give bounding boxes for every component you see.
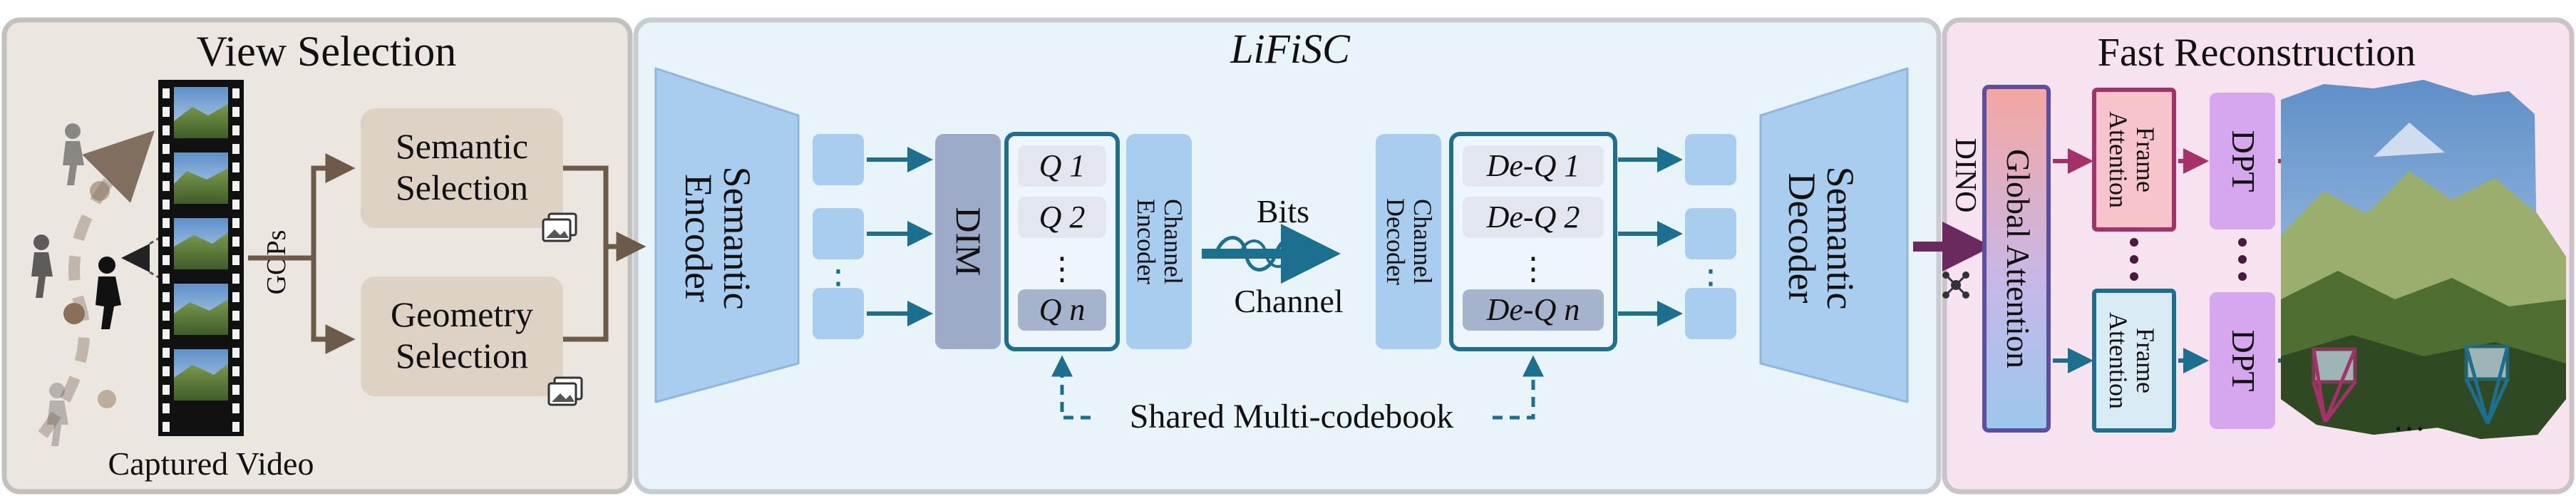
global-attention-block	[1982, 85, 2051, 433]
reconstructed-scene	[2281, 80, 2566, 439]
semantic-encoder-label: Semantic	[716, 167, 758, 310]
dequantizer-n	[1463, 289, 1604, 331]
frame-attention-label: Attention	[2104, 111, 2133, 208]
film-strip	[158, 80, 244, 436]
dequantizer-2	[1463, 197, 1604, 238]
semantic-selection-label: Semantic	[396, 126, 528, 166]
quantizer-n-label: Q n	[1039, 292, 1086, 327]
channel-wave	[1202, 224, 1341, 284]
video-frame	[174, 153, 228, 204]
channel-encoder-block	[1126, 134, 1192, 349]
semantic-encoder-block	[654, 67, 800, 403]
merge-arrow	[563, 165, 646, 262]
quantizer-n	[1018, 289, 1106, 331]
dequantizer-1	[1463, 145, 1604, 187]
walker-figure-bottom	[47, 383, 68, 446]
feature-token	[813, 288, 864, 339]
video-frame	[174, 87, 228, 138]
channel-decoder-label: Channel	[1408, 199, 1437, 284]
dpt-label: DPT	[2225, 130, 2262, 192]
walker-figure-left	[31, 234, 53, 298]
channel-label: Channel	[1234, 283, 1343, 319]
bits-label: Bits	[1257, 193, 1309, 229]
frame-attention-block-bottom	[2092, 289, 2176, 433]
rock-icon	[98, 390, 116, 408]
feature-token	[1685, 288, 1736, 339]
lifisc-title: LiFiSC	[1230, 26, 1351, 72]
semantic-selection-label: Selection	[396, 167, 528, 207]
fast-reconstruction-title: Fast Reconstruction	[2098, 31, 2416, 75]
channel-encoder-label: Encoder	[1132, 199, 1160, 284]
semantic-selection-block	[361, 108, 563, 228]
gops-label: GOPs	[262, 230, 292, 295]
geometry-selection-label: Selection	[396, 336, 528, 376]
video-frame	[174, 218, 228, 269]
view-selection-title: View Selection	[197, 28, 457, 75]
camera-frustum-icon	[2464, 344, 2510, 425]
walker-figure-top	[63, 123, 110, 201]
merge-arrow	[563, 247, 609, 342]
feature-token	[813, 208, 864, 259]
global-attention-label: Global Attention	[2000, 149, 2036, 368]
semantic-decoder-block	[1759, 67, 1909, 403]
video-frame	[174, 284, 228, 335]
dequantizer-ellipsis: ⋮	[1518, 252, 1549, 286]
channel-decoder-label: Decoder	[1381, 198, 1410, 285]
quantizer-ellipsis: ⋮	[1046, 252, 1078, 286]
gop-split-arrow	[311, 258, 356, 354]
camera-ellipsis: …	[2393, 401, 2426, 438]
frame-attention-label: Frame	[2131, 127, 2160, 192]
quantizer-2	[1018, 197, 1106, 238]
dpt-block-top	[2210, 93, 2275, 229]
semantic-decoder-label: Semantic	[1819, 167, 1862, 310]
dpt-label: DPT	[2225, 330, 2262, 392]
dequantizer-2-label: De-Q 2	[1486, 200, 1580, 234]
rock-icon	[63, 303, 85, 324]
shared-codebook-connector	[1051, 355, 1091, 420]
channel-encoder-label: Channel	[1159, 199, 1187, 284]
feature-token	[813, 134, 864, 185]
dino-icon	[1942, 272, 1969, 299]
frame-attention-label: Attention	[2104, 312, 2133, 409]
dequantizer-n-label: De-Q n	[1486, 292, 1580, 327]
view-selection-panel	[1, 17, 633, 495]
feature-token	[1685, 208, 1736, 259]
geometry-selection-label: Geometry	[391, 294, 533, 334]
image-stack-icon	[547, 376, 583, 406]
dpt-block-bottom	[2210, 292, 2275, 429]
geometry-selection-block	[361, 277, 563, 396]
frame-attention-label: Frame	[2131, 328, 2160, 393]
dequantizer-1-label: De-Q 1	[1486, 148, 1580, 183]
shared-codebook-label: Shared Multi-codebook	[1130, 398, 1454, 435]
gop-split-arrow	[248, 153, 356, 261]
feature-token	[1685, 134, 1736, 185]
quantizer-1	[1018, 145, 1106, 187]
channel-decoder-block	[1376, 134, 1441, 349]
image-stack-icon	[542, 212, 577, 242]
frame-attention-block-top	[2092, 88, 2176, 232]
dim-block	[935, 134, 1001, 349]
semantic-decoder-label: Decoder	[1781, 173, 1823, 304]
dim-label: DIM	[949, 207, 989, 276]
semantic-encoder-label: Encoder	[677, 174, 720, 302]
quantizer-2-label: Q 2	[1039, 200, 1086, 234]
branch-ellipsis	[2130, 238, 2247, 281]
quantizer-1-label: Q 1	[1039, 148, 1086, 183]
camera-frustum-icon	[2312, 347, 2357, 423]
shared-codebook-connector	[1493, 355, 1544, 420]
video-frame	[174, 349, 228, 401]
captured-video-label: Captured Video	[108, 445, 314, 482]
dino-label: DINO	[1949, 138, 1982, 213]
